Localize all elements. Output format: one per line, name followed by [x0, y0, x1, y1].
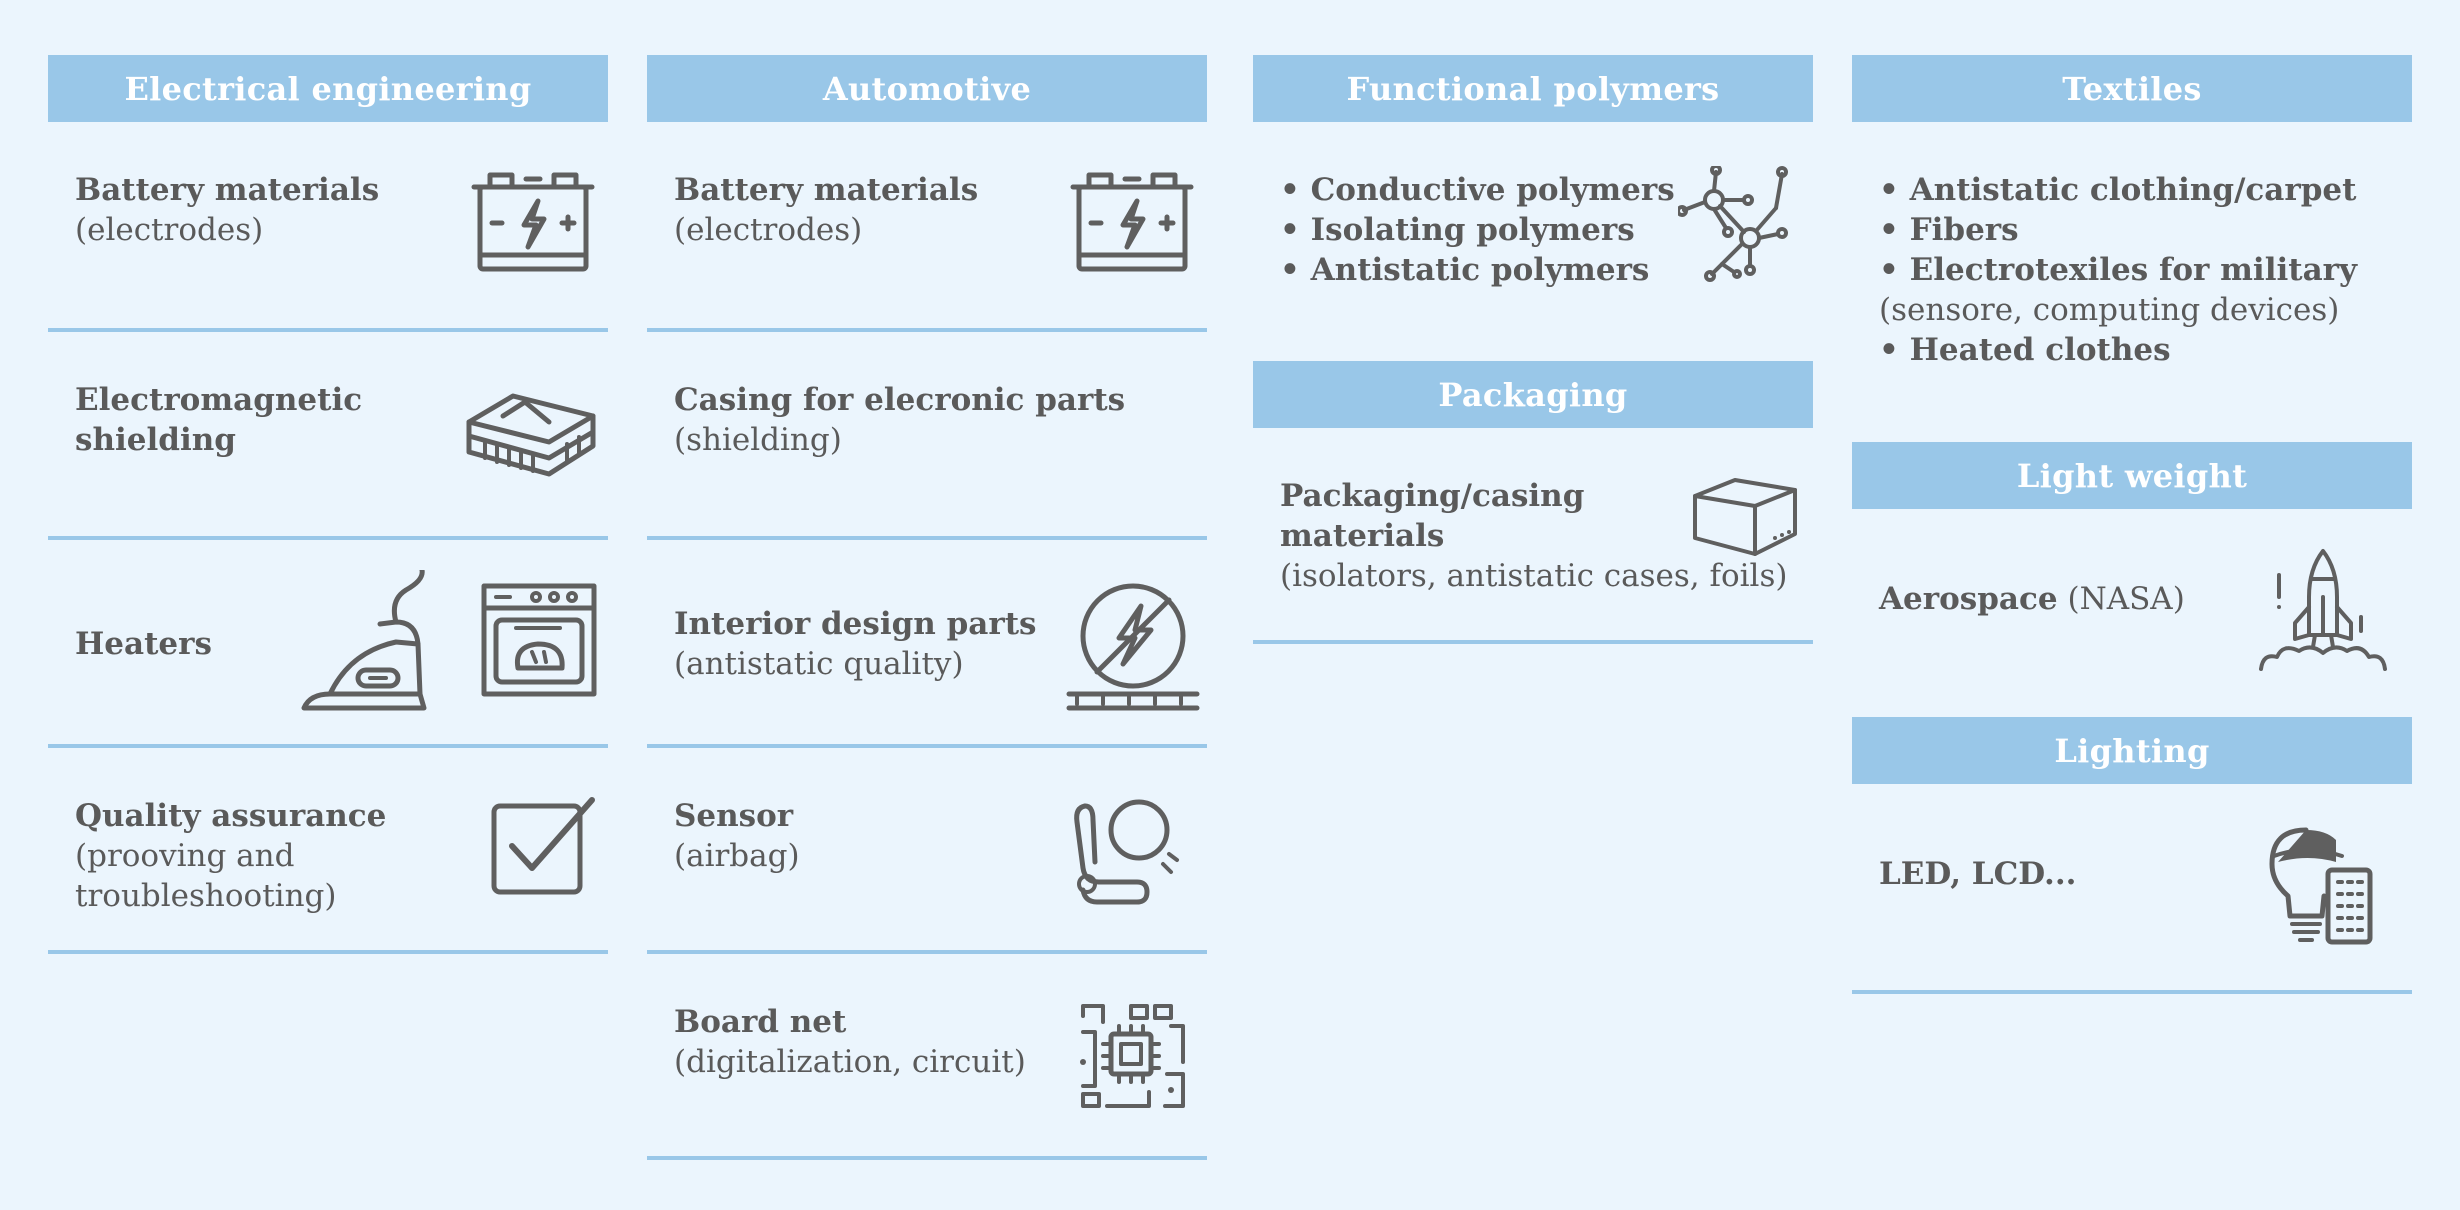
section-header-lighting: Lighting — [1852, 717, 2412, 784]
column-automotive: Automotive Battery materials (electrodes… — [647, 55, 1207, 1160]
item-title: Aerospace — [1879, 581, 2058, 617]
battery-icon — [468, 167, 598, 277]
item-aerospace: Aerospace (NASA) — [1852, 509, 2412, 717]
item-title-line-1: Electromagnetic — [75, 382, 363, 418]
item-electromagnetic-shielding: Electromagnetic shielding — [48, 332, 608, 540]
section-header-electrical-engineering: Electrical engineering — [48, 55, 608, 122]
section-header-packaging: Packaging — [1253, 361, 1813, 428]
item-quality-assurance: Quality assurance (prooving and troubles… — [48, 748, 608, 954]
item-casing-electronic-parts: Casing for elecronic parts (shielding) — [647, 332, 1207, 540]
oven-icon — [480, 582, 600, 700]
box-icon — [1691, 476, 1801, 561]
item-title-line-1: Packaging/casing — [1280, 478, 1585, 514]
circuit-board-icon — [1079, 1002, 1189, 1112]
item-led-lcd: LED, LCD... — [1852, 784, 2412, 994]
section-header-light-weight: Light weight — [1852, 442, 2412, 509]
item-title: Battery materials — [75, 172, 380, 208]
column-functional-polymers-packaging: Functional polymers • Conductive polymer… — [1253, 55, 1813, 644]
bullet-subtitle: (sensore, computing devices) — [1879, 292, 2340, 328]
item-polymers-list: • Conductive polymers • Isolating polyme… — [1253, 122, 1813, 361]
checkbox-icon — [488, 796, 598, 896]
item-title: Interior design parts — [674, 606, 1037, 642]
bullet-antistatic-clothing: • Antistatic clothing/carpet — [1879, 172, 2357, 208]
item-title: LED, LCD... — [1879, 856, 2077, 892]
shielding-layers-icon — [463, 382, 603, 482]
item-heaters: Heaters — [48, 540, 608, 748]
bullet-antistatic-polymers: • Antistatic polymers — [1280, 252, 1650, 288]
item-subtitle: (airbag) — [674, 838, 800, 874]
item-textiles-list: • Antistatic clothing/carpet • Fibers • … — [1852, 122, 2412, 442]
item-title: Quality assurance — [75, 798, 387, 834]
column-electrical-engineering: Electrical engineering Battery materials… — [48, 55, 608, 954]
item-interior-design-parts: Interior design parts (antistatic qualit… — [647, 540, 1207, 748]
item-sensor: Sensor (airbag) — [647, 748, 1207, 954]
item-title: Casing for elecronic parts — [674, 382, 1126, 418]
item-subtitle: (digitalization, circuit) — [674, 1044, 1026, 1080]
molecule-icon — [1678, 166, 1788, 286]
item-title: Board net — [674, 1004, 847, 1040]
item-subtitle: (antistatic quality) — [674, 646, 964, 682]
airbag-seat-icon — [1067, 798, 1187, 908]
item-subtitle-line-1: (prooving and — [75, 838, 295, 874]
bullet-fibers: • Fibers — [1879, 212, 2019, 248]
item-subtitle: (electrodes) — [75, 212, 264, 248]
column-textiles-lightweight-lighting: Textiles • Antistatic clothing/carpet • … — [1852, 55, 2412, 994]
item-title: Sensor — [674, 798, 794, 834]
bullet-heated-clothes: • Heated clothes — [1879, 332, 2171, 368]
clothes-iron-icon — [300, 570, 440, 715]
section-header-textiles: Textiles — [1852, 55, 2412, 122]
bullet-isolating-polymers: • Isolating polymers — [1280, 212, 1635, 248]
bullet-conductive-polymers: • Conductive polymers — [1280, 172, 1675, 208]
bullet-electrotexiles: • Electrotexiles for military — [1879, 252, 2358, 288]
section-header-functional-polymers: Functional polymers — [1253, 55, 1813, 122]
lightbulb-icon — [2260, 826, 2390, 951]
item-subtitle: (shielding) — [674, 422, 842, 458]
item-subtitle: (NASA) — [2067, 581, 2185, 617]
item-board-net: Board net (digitalization, circuit) — [647, 954, 1207, 1160]
item-subtitle: (electrodes) — [674, 212, 863, 248]
rocket-icon — [2257, 547, 2397, 672]
battery-icon — [1067, 167, 1197, 277]
antistatic-icon — [1065, 576, 1205, 716]
item-subtitle: (isolators, antistatic cases, foils) — [1280, 558, 1788, 594]
item-battery-materials: Battery materials (electrodes) — [48, 122, 608, 332]
item-title: Heaters — [75, 626, 212, 662]
section-header-automotive: Automotive — [647, 55, 1207, 122]
item-packaging-casing-materials: Packaging/casing materials (isolators, a… — [1253, 428, 1813, 644]
item-battery-materials: Battery materials (electrodes) — [647, 122, 1207, 332]
item-title-line-2: materials — [1280, 518, 1445, 554]
item-subtitle-line-2: troubleshooting) — [75, 878, 337, 914]
item-title: Battery materials — [674, 172, 979, 208]
item-title-line-2: shielding — [75, 422, 236, 458]
